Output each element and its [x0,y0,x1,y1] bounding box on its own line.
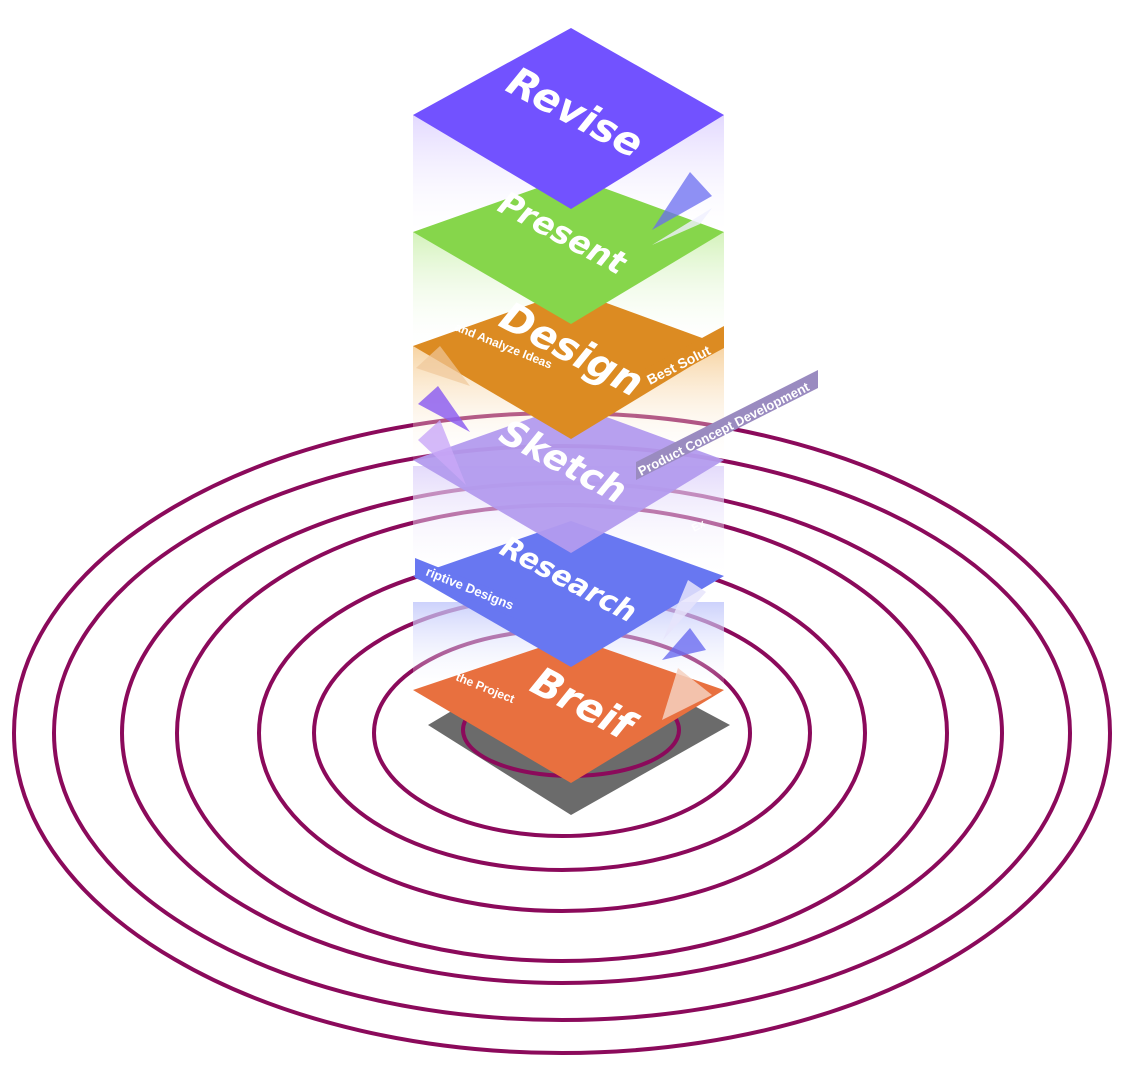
present-plate [413,176,724,324]
breif-triangle-icon-2 [662,628,706,660]
annotation-side-fragment: Ex [690,517,708,534]
breif-triangle-icon [662,668,712,720]
sketch-triangle-icon-2 [418,420,466,485]
breif-plate [413,637,724,783]
annotation-best-box [643,326,724,392]
layer-revise: Revise [413,28,724,209]
design-triangle-icon [416,346,470,386]
annotation-concept-box [636,370,818,480]
sketch-plate [413,404,724,553]
present-triangle-icon [652,172,712,230]
present-triangle-icon-light [652,208,712,245]
research-triangle-icon [663,580,706,640]
design-plate [413,290,724,439]
research-plate [413,521,724,667]
sketch-triangle-icon-1 [418,386,470,432]
revise-plate [413,28,724,209]
annotation-descriptive-box [415,558,520,620]
